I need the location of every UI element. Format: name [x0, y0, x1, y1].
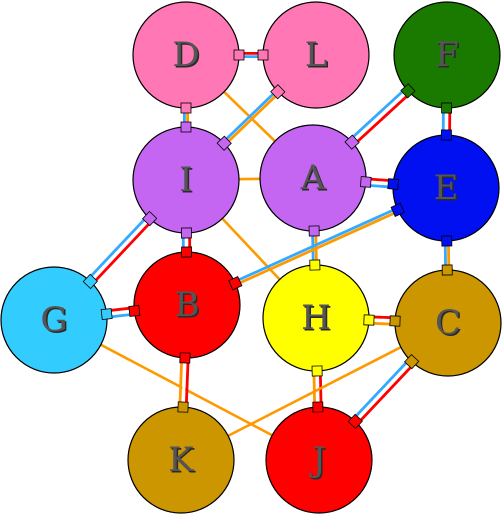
node-G: GG [0, 266, 108, 374]
edge-cap [82, 273, 98, 290]
edge-cap [180, 102, 192, 114]
node-label-shadow: I [181, 162, 194, 202]
edge-E-B [230, 205, 403, 288]
edge-cap [233, 49, 245, 61]
node-label: C [435, 303, 461, 343]
edge-cap [389, 315, 401, 327]
edge-cap [128, 304, 141, 317]
edge-cap [270, 84, 286, 100]
edge-cap [142, 210, 158, 227]
node-label: G [40, 300, 67, 340]
node-H: HH [262, 264, 370, 372]
edge-cap [441, 264, 453, 276]
node-label-shadow: C [436, 305, 462, 345]
edge-cap [440, 129, 452, 141]
edge-cap [344, 134, 360, 150]
node-A: AA [259, 124, 367, 232]
node-label-shadow: F [437, 37, 461, 77]
edge-caps-layer [82, 49, 453, 430]
edge-cap [400, 83, 416, 99]
edge-cap [181, 246, 193, 258]
node-label-shadow: E [435, 170, 460, 210]
edge-cap [177, 401, 189, 413]
edge-cap [363, 314, 375, 326]
edge-B-K [178, 353, 190, 412]
node-label-shadow: J [311, 442, 328, 482]
node-label: K [168, 440, 194, 480]
edge-cap [404, 353, 420, 370]
node-F: FF [393, 1, 501, 109]
edge-cap [390, 202, 405, 217]
edge-cap [387, 178, 399, 190]
edge-C-K [224, 344, 405, 439]
node-label: J [309, 440, 326, 480]
edge-cap [311, 365, 323, 377]
node-label: D [172, 35, 199, 75]
edge-L-I [219, 86, 283, 149]
node-E: EE [392, 134, 500, 242]
node-label-shadow: H [303, 300, 333, 340]
edge-cap [257, 49, 269, 61]
edge-cap [180, 227, 192, 239]
node-label: H [301, 298, 331, 338]
edge-I-G [84, 212, 156, 288]
node-label-shadow: D [174, 37, 201, 77]
node-label: I [179, 160, 192, 200]
node-label-shadow: B [176, 287, 201, 327]
edge-cap [347, 413, 363, 430]
node-K: KK [127, 406, 235, 514]
edge-cap [180, 121, 192, 133]
node-label: E [434, 168, 459, 208]
edge-I-H [218, 214, 284, 284]
edge-cap [441, 102, 453, 114]
edge-cap [179, 352, 191, 364]
edge-cap [312, 401, 324, 413]
node-label-shadow: L [306, 37, 329, 77]
node-label-shadow: A [301, 160, 327, 200]
edge-cap [100, 308, 113, 321]
node-label-shadow: K [170, 442, 196, 482]
edge-cap [308, 225, 320, 237]
edge-cap [360, 176, 372, 188]
node-label: A [300, 158, 326, 198]
node-B: BB [133, 251, 241, 359]
node-label: L [305, 35, 328, 75]
edge-F-A [345, 84, 415, 149]
node-label: F [435, 35, 459, 75]
edge-cap [216, 135, 232, 151]
node-label: B [175, 285, 200, 325]
edge-cap [228, 276, 243, 291]
edges-layer [84, 52, 452, 439]
node-L: LL [262, 1, 370, 109]
node-C: CC [394, 269, 502, 377]
edge-C-J [349, 355, 418, 428]
edge-cap [441, 235, 453, 247]
node-label-shadow: G [42, 302, 69, 342]
node-D: DD [132, 1, 240, 109]
edge-cap [309, 259, 321, 271]
node-I: II [132, 126, 240, 234]
